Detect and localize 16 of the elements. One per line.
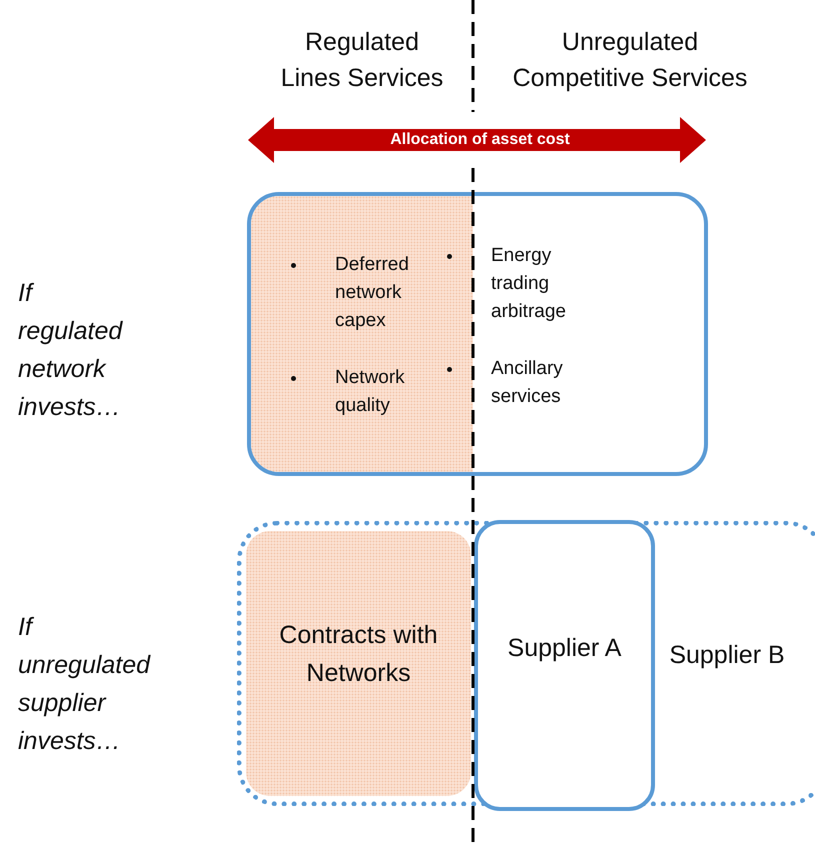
node-label: Contracts with Networks	[278, 620, 439, 689]
supplier-box	[474, 520, 655, 811]
bullet-text: Ancillary services	[491, 357, 564, 409]
arrow-label: Allocation of asset cost	[389, 130, 571, 150]
shaded-region	[246, 531, 471, 796]
bullet-text: Deferred network capex	[335, 253, 410, 333]
shaded-region	[251, 196, 473, 472]
column-heading: Unregulated Competitive Services	[512, 27, 748, 94]
rounded-panel	[247, 192, 708, 476]
node-label: Supplier A	[506, 633, 622, 664]
row-label: If unregulated supplier invests…	[18, 612, 152, 757]
node-label: Supplier B	[668, 640, 786, 671]
column-heading: Regulated Lines Services	[280, 27, 444, 94]
row-label: If regulated network invests…	[18, 278, 124, 423]
bullet-text: Energy trading arbitrage	[491, 244, 567, 324]
bullet-text: Network quality	[335, 366, 406, 418]
